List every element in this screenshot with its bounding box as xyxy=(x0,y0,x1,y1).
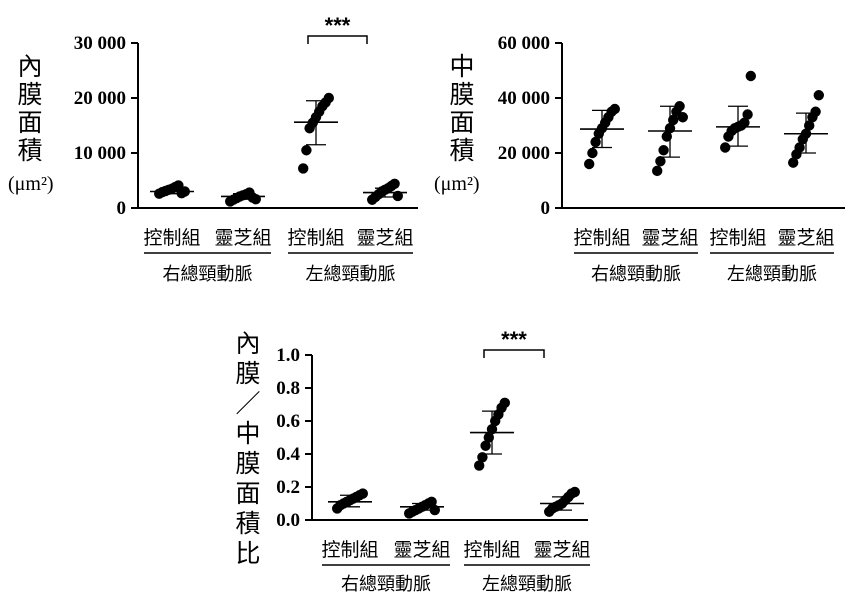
chart2-data-point xyxy=(742,109,753,120)
chart2-y-tick-label: 20 000 xyxy=(498,143,550,164)
chart2-data-point xyxy=(677,112,688,123)
chart3-data-point xyxy=(480,440,491,451)
chart1-data-point xyxy=(389,178,400,189)
chart2-data-point xyxy=(794,142,805,153)
chart3-y-axis-label-char: 中 xyxy=(235,419,260,448)
chart2-y-axis-label-char: 積 xyxy=(449,136,474,165)
chart1-y-tick-label: 30 000 xyxy=(74,33,126,54)
chart3-y-axis-label-char: 膜 xyxy=(235,359,260,388)
chart2-data-point xyxy=(745,70,756,82)
chart2-y-axis-unit: (μm²) xyxy=(434,173,480,195)
chart3-significance-bracket xyxy=(483,349,545,358)
chart1-y-axis-label-char: 膜 xyxy=(17,80,42,109)
chart3-data-point xyxy=(499,397,510,409)
chart3-data-point xyxy=(569,486,580,498)
chart3-y-tick-label: 1.0 xyxy=(276,345,300,366)
chart1-category-label: 控制組 xyxy=(287,227,344,249)
chart3-y-axis-label-char: 積 xyxy=(235,509,260,538)
chart2-data-point xyxy=(810,106,821,117)
chart1-y-tick-label: 0 xyxy=(117,198,127,219)
chart2-data-point xyxy=(587,147,598,159)
chart2-group-label: 右總頸動脈 xyxy=(591,264,681,285)
chart2-category-label: 靈芝組 xyxy=(777,227,834,249)
chart1-category-label: 靈芝組 xyxy=(214,227,271,249)
chart1-y-axis-unit: (μm²) xyxy=(8,173,54,195)
chart2-data-point xyxy=(584,158,595,170)
chart2-category-label: 靈芝組 xyxy=(641,227,698,249)
chart3-y-axis-label-char: 比 xyxy=(235,539,260,568)
chart2-data-point xyxy=(658,145,669,156)
chart3-y-axis-label-char: 內 xyxy=(235,329,260,358)
chart2-y-tick-label: 60 000 xyxy=(498,33,550,54)
chart2-data-point xyxy=(655,156,666,167)
chart2-data-point xyxy=(590,136,601,148)
chart1-y-axis-label-char: 內 xyxy=(17,52,42,81)
chart3-y-tick-label: 0.4 xyxy=(276,444,300,465)
chart3-category-label: 靈芝組 xyxy=(533,539,590,561)
chart1-category-label: 控制組 xyxy=(143,227,200,249)
chart1-y-tick-label: 20 000 xyxy=(74,88,126,109)
chart3-y-axis-label-char: 膜 xyxy=(235,449,260,478)
chart3-data-point xyxy=(477,452,488,463)
chart3-data-point xyxy=(357,488,368,499)
chart2-data-point xyxy=(788,157,799,168)
chart1-category-label: 靈芝組 xyxy=(356,227,413,249)
chart2-y-tick-label: 0 xyxy=(541,198,551,219)
chart1-group-label: 右總頸動脈 xyxy=(163,264,253,285)
chart3-significance-label: *** xyxy=(501,327,527,352)
chart3-category-label: 控制組 xyxy=(321,539,378,561)
chart1-y-tick-label: 10 000 xyxy=(74,143,126,164)
chart3-category-label: 控制組 xyxy=(463,539,520,561)
chart3-y-tick-label: 0.0 xyxy=(276,510,300,531)
chart2-category-label: 控制組 xyxy=(573,227,630,249)
chart1-data-point xyxy=(323,92,334,104)
chart2-data-point xyxy=(652,165,663,177)
chart3-group-label: 右總頸動脈 xyxy=(341,574,431,595)
chart3-category-label: 靈芝組 xyxy=(393,539,450,561)
chart1-y-axis-label-char: 面 xyxy=(17,108,42,137)
chart2-y-tick-label: 40 000 xyxy=(498,88,550,109)
chart2-category-label: 控制組 xyxy=(709,227,766,249)
chart3-y-axis-label-char: 面 xyxy=(235,479,260,508)
chart3-y-tick-label: 0.6 xyxy=(276,411,300,432)
chart2-data-point xyxy=(813,90,824,101)
chart1-data-point xyxy=(301,145,312,156)
chart3-y-tick-label: 0.2 xyxy=(276,477,300,498)
chart1-group-label: 左總頸動脈 xyxy=(306,264,396,285)
chart2-y-axis-label-char: 膜 xyxy=(449,80,474,109)
chart3-data-point xyxy=(474,460,485,471)
chart2-data-point xyxy=(609,103,620,115)
chart3-y-tick-label: 0.8 xyxy=(276,378,300,399)
chart1-significance-label: *** xyxy=(325,13,351,38)
chart1-y-axis-label-char: 積 xyxy=(17,136,42,165)
chart3-y-axis-label-char: ／ xyxy=(235,389,260,418)
chart2-data-point xyxy=(720,142,731,153)
chart1-significance-bracket xyxy=(307,35,368,44)
chart2-y-axis-label-char: 中 xyxy=(449,52,474,81)
chart3-data-point xyxy=(426,496,437,508)
chart2-y-axis-label-char: 面 xyxy=(449,108,474,137)
chart3-group-label: 左總頸動脈 xyxy=(482,574,572,595)
chart1-data-point xyxy=(298,163,309,174)
chart2-data-point xyxy=(739,117,750,128)
chart2-group-label: 左總頸動脈 xyxy=(727,264,817,285)
